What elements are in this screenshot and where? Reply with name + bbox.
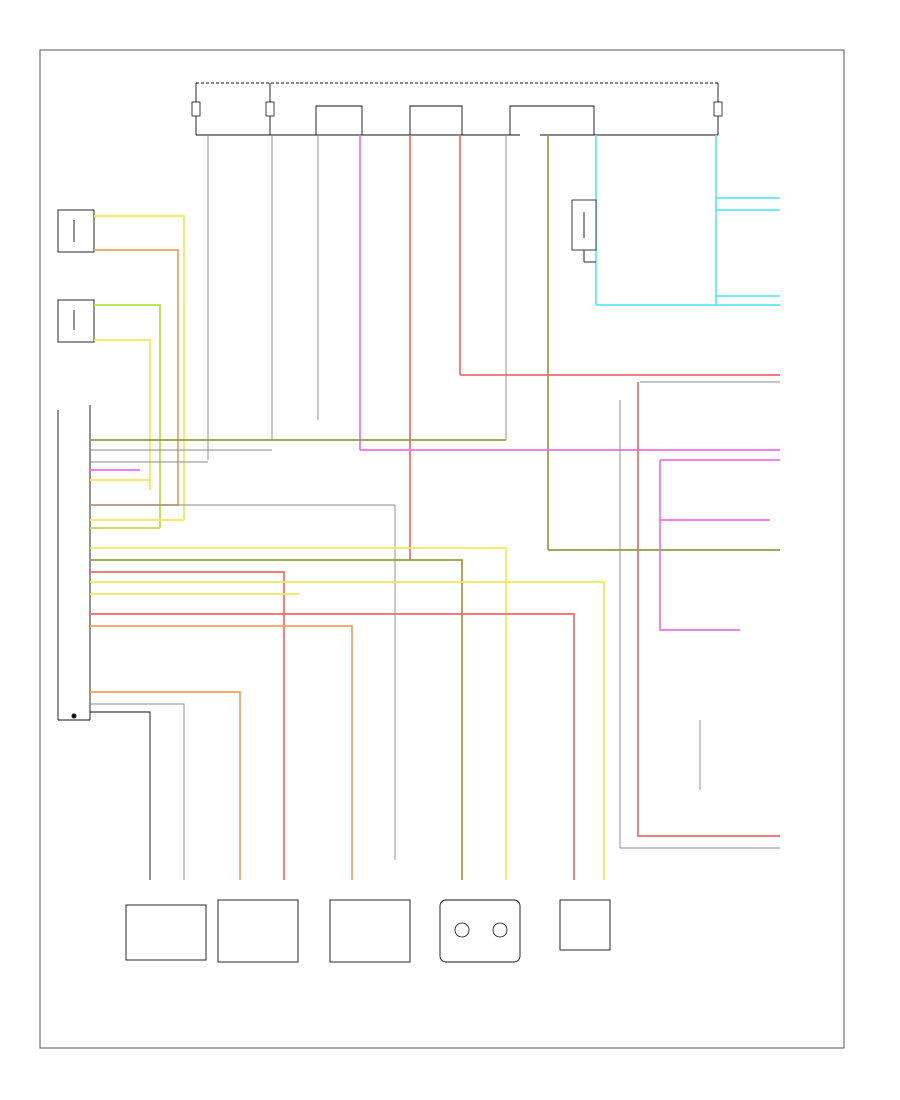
fuse-1-icon [191, 101, 201, 117]
bottom-sensor-icon [559, 899, 611, 951]
bottom-switch-2-icon [217, 899, 299, 963]
cyan-harness [571, 197, 780, 306]
fuse-3-icon [713, 101, 723, 117]
left-switch-1-icon [57, 209, 95, 253]
right-harness [460, 374, 780, 849]
diagram-border [39, 49, 845, 1049]
bottom-components [125, 899, 611, 963]
left-switch-2-icon [57, 299, 95, 343]
vertical-wire-drops [207, 135, 717, 560]
sensor-box-icon [571, 199, 597, 251]
top-fuse-bus [191, 82, 723, 136]
fuse-2-icon [265, 101, 275, 117]
bottom-switch-1-icon [125, 904, 207, 961]
bottom-switch-3-icon [329, 899, 411, 963]
ground-point-icon [71, 713, 77, 719]
left-components [57, 209, 185, 528]
bottom-motor-icon [439, 899, 521, 963]
horizontal-harness [90, 439, 780, 880]
main-module-connector [57, 405, 91, 721]
